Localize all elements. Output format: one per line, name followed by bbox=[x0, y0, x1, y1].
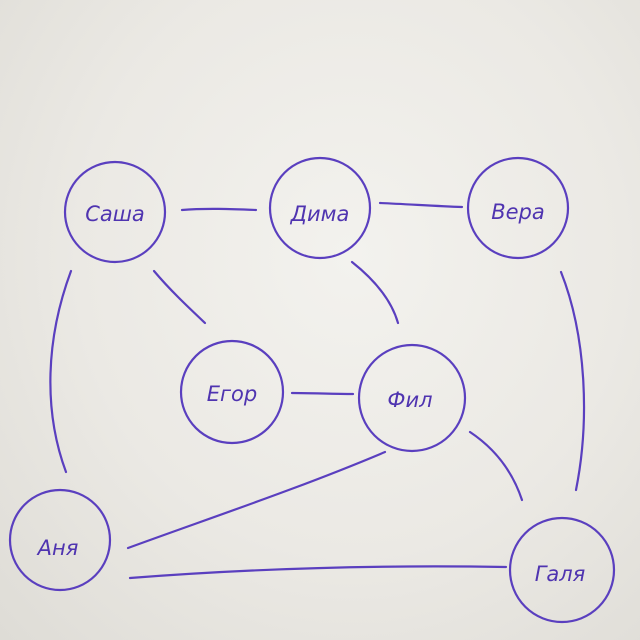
node-label-anya: Аня bbox=[36, 536, 79, 560]
edges-layer bbox=[49, 201, 586, 580]
node-label-fil: Фил bbox=[387, 388, 432, 412]
node-label-dima: Дима bbox=[290, 202, 350, 226]
node-label-galya: Галя bbox=[535, 562, 586, 586]
node-label-egor: Егор bbox=[207, 382, 257, 406]
nodes-layer: Саша Дима Вера Егор Фил Аня bbox=[8, 156, 616, 624]
node-label-vera: Вера bbox=[491, 200, 545, 224]
edge-dima-vera bbox=[378, 201, 464, 209]
node-sasha: Саша bbox=[63, 160, 167, 264]
node-label-sasha: Саша bbox=[85, 202, 145, 226]
edge-fil-anya bbox=[126, 450, 387, 550]
edge-sasha-anya bbox=[49, 269, 73, 474]
node-dima: Дима bbox=[268, 156, 372, 260]
node-vera: Вера bbox=[466, 156, 570, 260]
edge-fil-galya bbox=[468, 430, 524, 502]
edge-sasha-egor bbox=[152, 269, 207, 325]
edge-sasha-dima bbox=[180, 207, 258, 212]
edge-vera-galya bbox=[559, 270, 586, 492]
node-fil: Фил bbox=[357, 343, 467, 453]
edge-dima-fil bbox=[350, 260, 400, 325]
edge-egor-fil bbox=[290, 391, 355, 396]
node-galya: Галя bbox=[508, 516, 616, 624]
edge-anya-galya bbox=[128, 565, 508, 580]
node-anya: Аня bbox=[8, 488, 112, 592]
node-egor: Егор bbox=[179, 339, 285, 445]
